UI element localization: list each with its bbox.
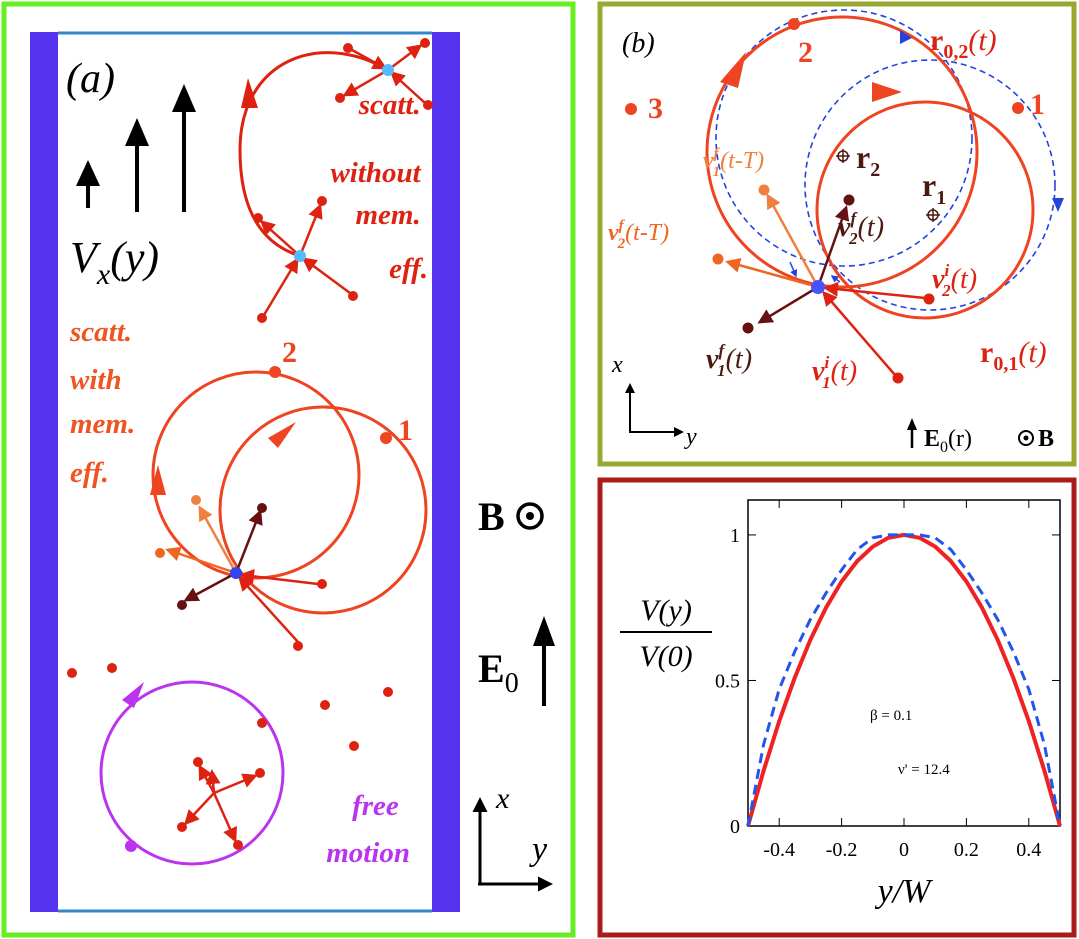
annotation: β = 0.1	[870, 708, 912, 724]
B-field-label: B	[478, 494, 505, 539]
B-out-of-plane-icon-b	[1018, 430, 1034, 446]
x-tick-label: 0.2	[954, 839, 979, 861]
panel-b-border	[597, 1, 1077, 467]
r1-label: r1	[922, 167, 946, 209]
orbit-2-label: 2	[282, 336, 297, 369]
r01-label: r0,1(t)	[980, 336, 1047, 375]
r02-label: r0,2(t)	[930, 24, 997, 63]
y-axis-label-numerator: V(y)	[640, 594, 692, 627]
axis-x-label-a: x	[495, 782, 510, 815]
orbit-r01	[815, 100, 1035, 320]
scatterer-blue	[230, 567, 242, 579]
scatterer-light-2	[294, 250, 306, 262]
channel-wall-left	[30, 32, 58, 912]
axis-x-label-b: x	[611, 352, 623, 378]
panel-b: (b) 2 1 3 r0,2(t) r0,1(t) r2 r1	[597, 1, 1077, 467]
velocity-profile-label: Vx(y)	[70, 233, 159, 291]
point-3-label: 3	[648, 92, 663, 125]
free-orbit	[99, 680, 285, 866]
panel-b-label: (b)	[622, 28, 655, 59]
E0r-label: E0(r)	[924, 426, 972, 456]
axes-icon-b	[625, 383, 684, 437]
x-axis-label: y/W	[875, 873, 934, 910]
B-out-of-plane-icon	[516, 502, 544, 530]
y-tick-label: 0	[730, 816, 740, 838]
scatterer-b	[811, 280, 825, 294]
orbit-1-dashed	[804, 59, 1056, 311]
scatterer-light-1	[382, 64, 394, 76]
orbit-2	[151, 370, 361, 580]
point-1-label: 1	[1030, 88, 1045, 121]
channel-wall-right	[432, 32, 460, 912]
velocity-vectors	[725, 193, 926, 376]
x-tick-label: 0	[899, 839, 909, 861]
y-tick-label: 0.5	[715, 670, 740, 692]
panel-a: (a) Vx(y)	[1, 1, 576, 938]
x-tick-label: 0.4	[1016, 839, 1041, 861]
panel-a-label: (a)	[66, 56, 115, 102]
free-motion-label: free motion	[326, 790, 410, 869]
x-tick-label: -0.2	[826, 839, 858, 861]
axis-y-label-b: y	[684, 424, 697, 450]
scatt-without-label: scatt. without mem. eff.	[330, 89, 428, 285]
E0-field-label: E0	[478, 646, 519, 699]
free-motion	[67, 663, 393, 866]
E0-arrow-icon	[533, 616, 555, 706]
guiding-center-r2-icon	[836, 149, 850, 163]
series-line-solid	[746, 532, 1062, 827]
r2-label: r2	[856, 139, 880, 181]
axes-icon-a	[472, 797, 553, 892]
series-line-dashed	[746, 533, 1062, 827]
panel-c: -0.4 -0.2 0 0.2 0.4 0 0.5 1 β = 0.1 ν' = 12.4 y/W V…	[597, 477, 1077, 938]
orbit-2-dashed	[715, 9, 973, 267]
point-1	[1012, 102, 1024, 114]
scattering-without-memory	[238, 38, 433, 323]
y-axis-label-denominator: V(0)	[639, 640, 692, 673]
orbit-1	[218, 405, 428, 615]
scatt-with-label: scatt. with mem. eff.	[69, 316, 143, 489]
annotation: ν' = 12.4	[898, 762, 950, 778]
velocity-profile-arrows	[76, 84, 196, 212]
E0r-arrow-icon	[907, 418, 917, 448]
B-label-b: B	[1038, 426, 1054, 452]
point-3	[625, 103, 637, 115]
axis-y-label-a: y	[529, 831, 548, 868]
panel-a-border	[1, 1, 576, 938]
panel-c-border	[597, 477, 1077, 938]
orbit-r02	[705, 15, 979, 289]
velocity-profile-chart: -0.4 -0.2 0 0.2 0.4 0 0.5 1 β = 0.1 ν' = 12.4 y/W V…	[620, 499, 1062, 910]
scattering-with-memory	[150, 366, 428, 651]
y-tick-label: 1	[730, 525, 740, 547]
point-2-label: 2	[798, 36, 813, 69]
point-2	[788, 18, 800, 30]
orbit-1-label: 1	[398, 414, 413, 447]
guiding-center-r1-icon	[926, 208, 940, 222]
x-tick-label: -0.4	[763, 839, 795, 861]
